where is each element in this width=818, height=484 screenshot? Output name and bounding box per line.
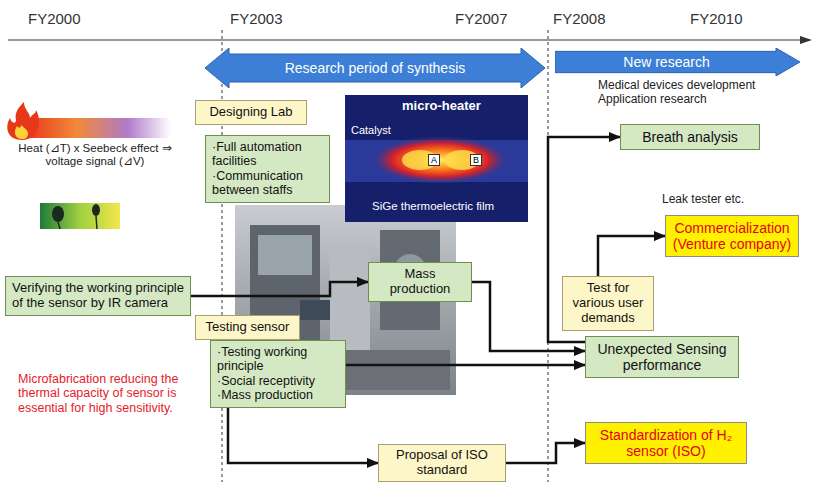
outcome-box: Standardization of H₂ sensor (ISO) — [585, 422, 747, 464]
ir-image — [40, 203, 120, 229]
heater-photo — [345, 95, 528, 222]
process-box: Breath analysis — [620, 124, 760, 150]
phase-box: Proposal of ISO standard — [378, 444, 506, 482]
point-marker: B — [470, 154, 482, 166]
phase-box: Testing sensor — [195, 315, 300, 340]
phase-box: Test for various user demands — [562, 276, 654, 331]
node-text: New research — [623, 54, 709, 70]
process-box: Verifying the working principle of the s… — [5, 276, 191, 316]
year-label: FY2008 — [553, 10, 606, 27]
node-text: Unexpected Sensing performance — [592, 341, 732, 373]
node-text: Verifying the working principle of the s… — [12, 281, 184, 311]
period-divider — [222, 30, 223, 482]
period-arrow: Research period of synthesis — [205, 48, 545, 88]
flow-arrow — [506, 443, 585, 463]
flow-arrow — [346, 364, 585, 367]
node-text: Breath analysis — [627, 129, 753, 145]
node-text: Test for various user demands — [569, 281, 647, 326]
flow-arrow — [228, 408, 378, 463]
heat-icon — [7, 102, 171, 140]
process-box: Mass production — [368, 262, 472, 302]
point-marker: A — [428, 154, 440, 166]
year-label: FY2003 — [230, 10, 283, 27]
timeline-axis — [8, 36, 812, 44]
period-arrow: New research — [555, 48, 800, 76]
node-text: Standardization of H₂ sensor (ISO) — [592, 427, 740, 459]
node-text: ·Mass production — [217, 388, 339, 402]
year-label: FY2007 — [455, 10, 508, 27]
node-text: ·Social receptivity — [217, 374, 339, 388]
node-text: ·Testing working principle — [217, 345, 339, 374]
flow-arrow — [598, 236, 665, 276]
application-note: Leak tester etc. — [662, 193, 744, 207]
year-label: FY2000 — [28, 10, 81, 27]
application-note: Medical devices development Application … — [598, 79, 773, 107]
phase-box: Designing Lab — [195, 100, 307, 125]
bullet-box: ·Testing working principle·Social recept… — [210, 340, 346, 408]
arrow-outline — [205, 48, 545, 88]
node-text: Research period of synthesis — [285, 60, 466, 76]
outcome-box: Commercialization (Venture company) — [665, 215, 799, 257]
node-text: Mass production — [375, 267, 465, 297]
photo-label: SiGe thermoelectric film — [372, 200, 494, 213]
principle-note: Heat (⊿T) x Seebeck effect ⇒ voltage sig… — [5, 142, 185, 168]
bullet-box: ·Full automation facilities·Communicatio… — [205, 135, 330, 203]
arrow-outline — [555, 48, 800, 76]
year-label: FY2010 — [690, 10, 743, 27]
flow-arrow — [191, 282, 368, 296]
node-text: Proposal of ISO standard — [385, 448, 499, 478]
node-text: ·Communication between staffs — [212, 169, 323, 198]
process-box: Unexpected Sensing performance — [585, 336, 739, 378]
node-text: ·Full automation facilities — [212, 140, 323, 169]
photo-label: Catalyst — [351, 124, 391, 137]
node-text: Designing Lab — [202, 105, 300, 120]
photo-label: micro-heater — [402, 99, 481, 114]
node-text: Commercialization (Venture company) — [672, 220, 792, 252]
node-text: Testing sensor — [202, 320, 293, 335]
design-note: Microfabrication reducing the thermal ca… — [18, 372, 203, 415]
